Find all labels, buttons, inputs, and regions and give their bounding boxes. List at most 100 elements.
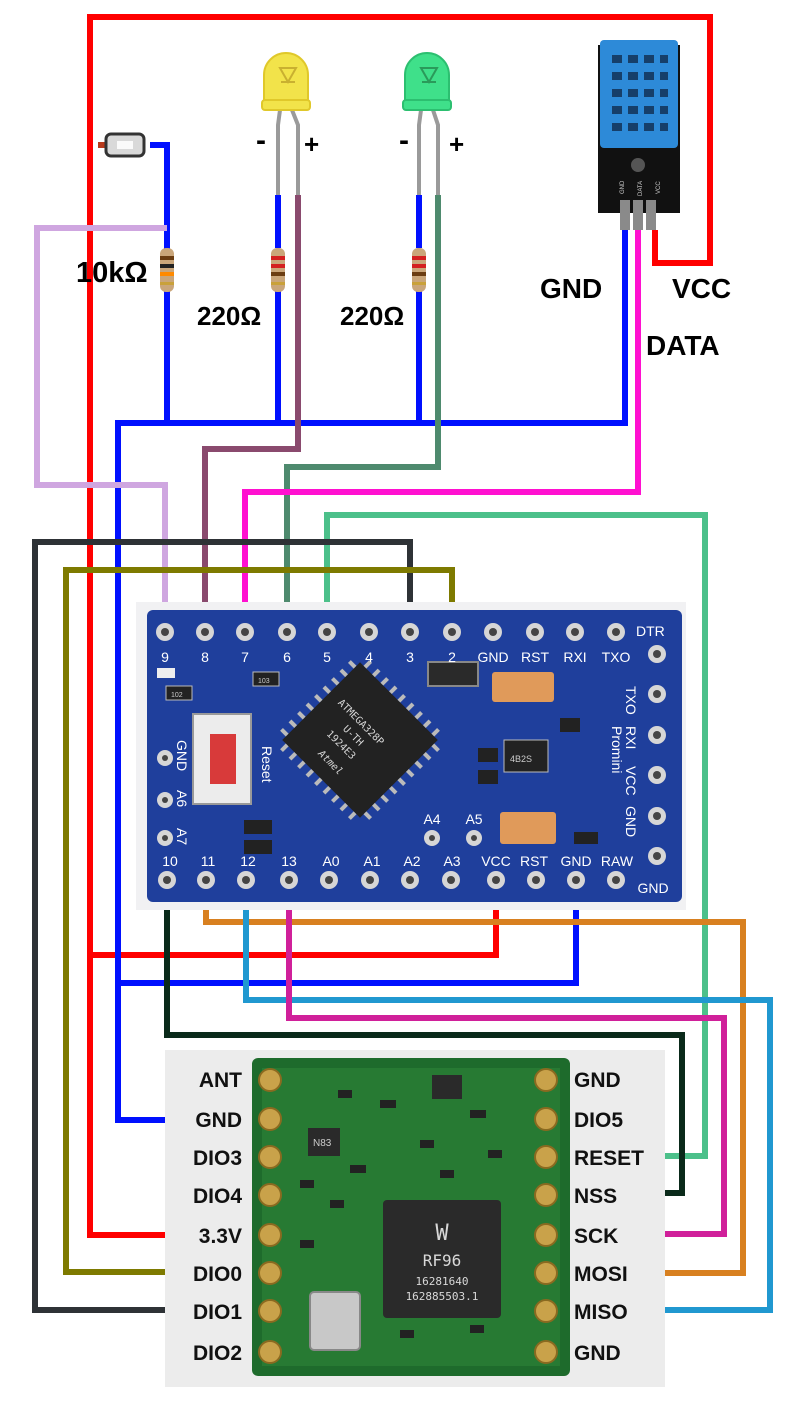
dht-vcc-label: VCC [672, 273, 731, 304]
pin-label-a4: A4 [423, 811, 440, 827]
pin-label-dtr: DTR [636, 623, 665, 639]
lora-right-pads [534, 1068, 558, 1364]
lora-pin-dio0: DIO0 [193, 1263, 242, 1286]
lora-module: W RF96 16281640 162885503.1 N83 ANT GND … [165, 1050, 665, 1387]
smd-label-103: 103 [258, 678, 270, 685]
lora-pin-dio1: DIO1 [193, 1301, 242, 1324]
pin-label-8: 8 [201, 649, 209, 665]
led-green-minus: - [399, 124, 409, 157]
pin-label-11: 11 [201, 853, 216, 869]
lora-pin-dio4: DIO4 [193, 1185, 242, 1208]
pin-label-raw: RAW [601, 853, 634, 869]
lora-pin-gnd-right-bottom: GND [574, 1342, 621, 1365]
lora-pin-dio5: DIO5 [574, 1109, 623, 1132]
rf-chip-line-3: 162885503.1 [406, 1290, 479, 1303]
dht-silk-data: DATA [638, 181, 644, 196]
pin-label-a3: A3 [443, 853, 460, 869]
nss-wire [164, 882, 685, 1196]
gnd-bus-wire [115, 230, 628, 1123]
pin-label-a5: A5 [465, 811, 482, 827]
pin-label-rxi-top: RXI [563, 649, 586, 665]
led-green [402, 52, 452, 195]
rf-chip-line-2: 16281640 [416, 1275, 469, 1288]
pin-label-txo-right: TXO [623, 686, 639, 715]
smd-label-4b2s: 4B2S [510, 754, 532, 764]
pin-label-a7: A7 [174, 828, 190, 845]
button-signal-wire [34, 225, 168, 630]
resistor-220-green [412, 248, 426, 292]
dht-data-wire [242, 230, 641, 630]
arduino-left-header: GND A6 A7 [157, 740, 190, 846]
pin-label-a6: A6 [174, 790, 190, 807]
lora-pin-ant: ANT [199, 1069, 242, 1092]
lora-pin-gnd-right-top: GND [574, 1069, 621, 1092]
lora-pin-sck: SCK [574, 1225, 618, 1248]
pin-label-5: 5 [323, 649, 331, 665]
resistor-220-yellow-label: 220Ω [197, 301, 261, 331]
rf-chip-logo: W [435, 1221, 449, 1246]
pin-label-gnd-right: GND [623, 806, 639, 837]
pin-label-12: 12 [240, 853, 256, 869]
pin-label-vcc-right: VCC [623, 766, 639, 796]
mcu-chip: ATMEGA328P U-TH 1924E3 Atmel [280, 660, 440, 820]
arduino-bottom-header: 10 11 12 13 A0 A1 A2 A3 VCC RST GND RAW … [158, 853, 669, 896]
pin-label-a1: A1 [363, 853, 380, 869]
lora-pin-3v3: 3.3V [199, 1225, 242, 1248]
gnd-arduino-wire [118, 882, 579, 986]
reset-silk: Reset [259, 746, 275, 783]
button-resistor-label: 10kΩ [76, 257, 148, 289]
dht-silk-gnd: GND [620, 180, 626, 194]
pin-label-7: 7 [241, 649, 249, 665]
pin-label-a0: A0 [322, 853, 339, 869]
pin-label-gnd-top: GND [477, 649, 508, 665]
wires [32, 14, 773, 1313]
lora-pin-reset: RESET [574, 1147, 644, 1170]
push-button [98, 132, 146, 158]
resistor-220-green-label: 220Ω [340, 301, 404, 331]
led-yellow-plus: + [304, 129, 319, 159]
reset-wire [324, 512, 708, 1159]
dht-gnd-label: GND [540, 273, 602, 304]
pin-label-10: 10 [162, 853, 178, 869]
dht-silk-vcc: VCC [656, 181, 662, 194]
pin-label-gnd-left: GND [174, 740, 190, 771]
arduino-top-header: 9 8 7 6 5 4 3 2 GND RST RXI TXO [156, 623, 630, 665]
pin-label-9: 9 [161, 649, 169, 665]
pin-label-6: 6 [283, 649, 291, 665]
led-green-plus: + [449, 129, 464, 159]
miso-wire [243, 882, 773, 1313]
pin-label-rst-top: RST [521, 649, 549, 665]
led-green-anode-wire [284, 195, 441, 630]
lora-pin-gnd-left: GND [195, 1109, 242, 1132]
dht-data-label: DATA [646, 330, 720, 361]
pin-label-3: 3 [406, 649, 414, 665]
rf-chip-line-1: RF96 [423, 1251, 462, 1270]
arduino-right-header: DTR TXO RXI VCC GND [623, 623, 666, 865]
arduino-pro-mini: Reset ATMEGA328P U-TH 1924E3 Atmel 103 [136, 602, 686, 910]
lora-pin-nss: NSS [574, 1185, 617, 1208]
dht-sensor: GND DATA VCC [598, 40, 680, 230]
pin-label-rxi-right: RXI [623, 726, 639, 749]
dio0-wire [63, 567, 455, 1275]
pin-label-rst-bottom: RST [520, 853, 548, 869]
resistor-10k [160, 248, 174, 292]
pin-label-2: 2 [448, 649, 456, 665]
vcc-wire [87, 14, 713, 1238]
smd-label-102: 102 [171, 692, 183, 699]
led-yellow [261, 52, 311, 195]
pin-label-13: 13 [281, 853, 297, 869]
led-yellow-minus: - [256, 124, 266, 157]
promini-silk: Promini [609, 726, 625, 773]
pin-label-a2: A2 [403, 853, 420, 869]
lora-pin-miso: MISO [574, 1301, 628, 1324]
pin-label-gnd-corner: GND [637, 880, 668, 896]
small-chip-label: N83 [313, 1138, 332, 1149]
sck-wire [286, 882, 727, 1237]
lora-left-pads [258, 1068, 282, 1364]
pin-label-txo-top: TXO [602, 649, 631, 665]
lora-pin-dio3: DIO3 [193, 1147, 242, 1170]
lora-pin-mosi: MOSI [574, 1263, 628, 1286]
pin-label-vcc-bottom: VCC [481, 853, 511, 869]
button-wire [150, 142, 170, 250]
